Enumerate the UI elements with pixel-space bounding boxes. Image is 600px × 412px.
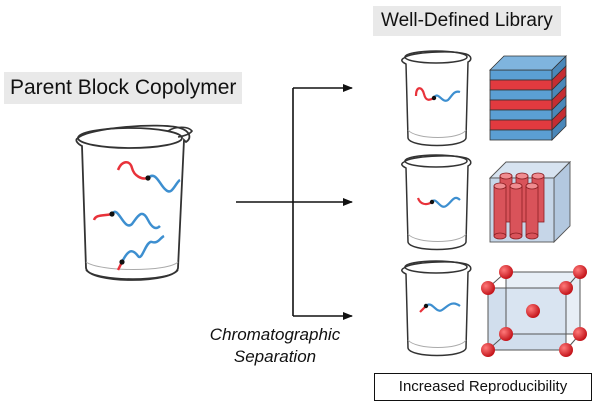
well-defined-library-label: Well-Defined Library (373, 6, 561, 36)
lamellae-morphology (489, 55, 567, 141)
parent-polymer-chain-3 (116, 234, 165, 271)
parent-beaker (75, 124, 193, 281)
increased-reproducibility-label: Increased Reproducibility (374, 373, 592, 401)
library-beaker-3 (401, 260, 472, 357)
separation-arrows (236, 84, 353, 320)
separation-line-2: Separation (233, 347, 317, 366)
cylinder-morphology (488, 160, 572, 244)
library-beaker-2 (401, 154, 472, 251)
sphere-morphology (481, 265, 587, 357)
parent-polymer-chain-1 (116, 161, 181, 193)
separation-line-1: Chromatographic (209, 325, 341, 344)
parent-block-copolymer-label: Parent Block Copolymer (4, 72, 243, 104)
library-beaker-1 (401, 50, 472, 147)
chromatographic-separation-label: Chromatographic Separation (205, 324, 345, 368)
parent-polymer-chain-2 (92, 210, 161, 230)
